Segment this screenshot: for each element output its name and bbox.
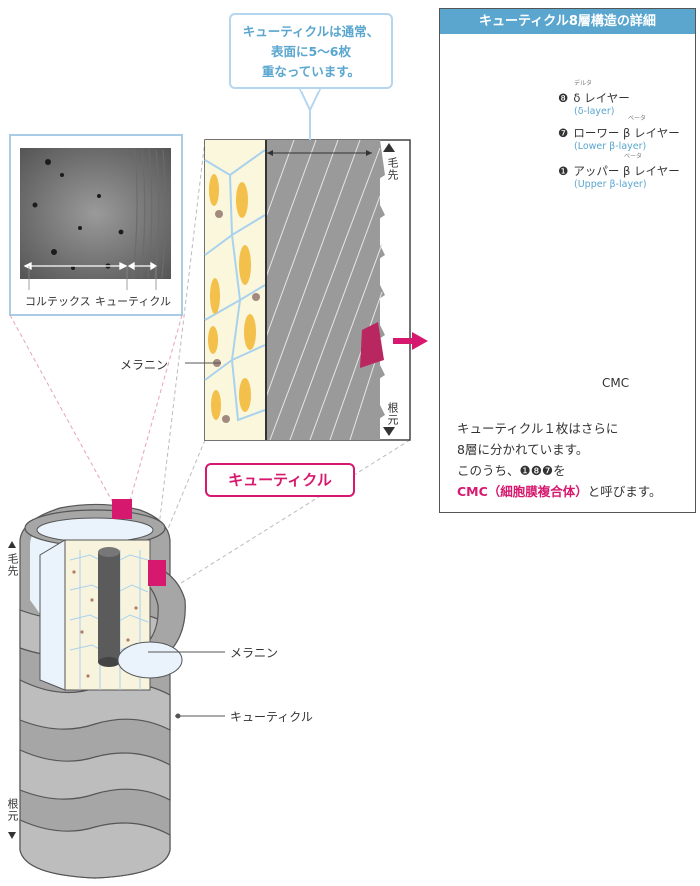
detail-panel — [439, 8, 696, 513]
label-hair-cuticle: キューティクル — [230, 710, 313, 724]
legend-lower-beta: ❼ ベータ ローワー β レイヤー (Lower β-layer) — [558, 115, 680, 152]
legend-delta-num: ❽ — [558, 91, 569, 105]
legend-upper-beta-name: アッパー β レイヤー — [573, 164, 680, 178]
label-hair-tip: 毛先 — [6, 553, 19, 577]
callout-line-2: 表面に5〜6枚 — [271, 44, 351, 59]
label-cmc: CMC — [602, 376, 630, 390]
legend-upper-beta-sub: (Upper β-layer) — [574, 179, 647, 190]
legend-lower-beta-name: ローワー β レイヤー — [573, 126, 680, 140]
label-cortex: コルテックス — [25, 295, 91, 308]
label-zoom-tip: 毛先 — [386, 157, 399, 181]
desc-line-1: キューティクル１枚はさらに — [457, 421, 619, 436]
label-zoom-melanin: メラニン — [120, 358, 169, 372]
desc-tail: と呼びます。 — [587, 484, 662, 499]
label-micro-cuticle: キューティクル — [95, 295, 172, 308]
legend-delta-ruby: デルタ — [574, 80, 593, 87]
callout-line-1: キューティクルは通常、 — [242, 24, 380, 39]
legend-lower-beta-ruby: ベータ — [628, 115, 647, 122]
legend-upper-beta-ruby: ベータ — [624, 153, 643, 160]
legend-upper-beta-num: ❶ — [558, 164, 569, 178]
desc-line-3: このうち、❶❽❼を — [457, 463, 566, 478]
callout-line-3: 重なっています。 — [261, 64, 361, 79]
cuticle-title-box: キューティクル — [205, 463, 355, 497]
micrograph-image — [20, 148, 171, 279]
legend-delta-sub: (δ-layer) — [574, 106, 615, 117]
desc-line-2: 8層に分かれています。 — [457, 442, 589, 457]
hair-strand — [19, 499, 186, 879]
legend-upper-beta: ❶ ベータ アッパー β レイヤー (Upper β-layer) — [558, 153, 680, 190]
panel-title: キューティクル8層構造の詳細 — [440, 9, 695, 34]
cuticle-stack — [265, 140, 380, 440]
panel-description: キューティクル１枚はさらに 8層に分かれています。 このうち、❶❽❼を CMC（… — [457, 418, 662, 502]
callout-box: キューティクルは通常、 表面に5〜6枚 重なっています。 — [229, 13, 393, 89]
legend-delta-name: δ レイヤー — [573, 91, 630, 105]
label-hair-melanin: メラニン — [230, 646, 279, 660]
desc-cmc: CMC（細胞膜複合体） — [457, 484, 588, 499]
label-zoom-root: 根元 — [386, 402, 399, 426]
label-hair-root: 根元 — [6, 798, 19, 822]
cuticle-title: キューティクル — [228, 471, 332, 489]
legend-lower-beta-sub: (Lower β-layer) — [574, 141, 647, 152]
highlight-cuticle-piece — [360, 322, 384, 368]
legend-delta: ❽ デルタ δ レイヤー (δ-layer) — [558, 80, 630, 117]
desc-line-4: CMC（細胞膜複合体）と呼びます。 — [457, 481, 662, 502]
legend-lower-beta-num: ❼ — [558, 126, 569, 140]
